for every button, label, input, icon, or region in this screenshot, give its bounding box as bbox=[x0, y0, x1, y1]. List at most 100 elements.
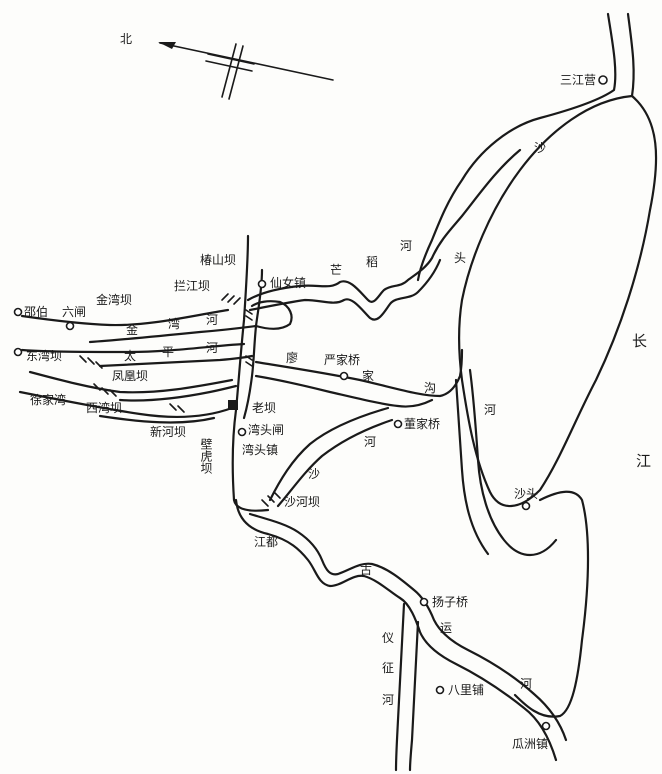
label-tanhuba: 壁虎坝 bbox=[199, 437, 213, 474]
shahe-river-east bbox=[276, 418, 394, 508]
junction-east-bank bbox=[242, 268, 264, 420]
label-shaheba: 沙河坝 bbox=[284, 495, 320, 509]
liaojia-canal-south bbox=[254, 374, 434, 408]
town-dongjiaqiao-icon bbox=[393, 419, 403, 429]
label-he-6: 河 bbox=[382, 693, 394, 707]
sand-island-outline bbox=[457, 94, 658, 508]
label-he-2: 河 bbox=[206, 313, 218, 327]
yangtze-features bbox=[416, 12, 658, 718]
label-ping: 平 bbox=[162, 345, 174, 359]
dam-hatch-2 bbox=[79, 355, 103, 369]
label-xiannvzhen: 仙女镇 bbox=[270, 275, 306, 290]
ancient-canal-west-bank bbox=[234, 498, 558, 762]
label-changjiang-chang: 长 bbox=[632, 332, 647, 350]
label-wan: 湾 bbox=[168, 316, 180, 331]
label-tai: 太 bbox=[124, 348, 136, 363]
jinwan-river-south bbox=[88, 324, 258, 344]
ancient-canal-east-bank bbox=[248, 512, 568, 742]
dam-hatch-5 bbox=[261, 491, 281, 507]
compass: 北 bbox=[120, 32, 334, 100]
label-tou-1: 头 bbox=[454, 251, 466, 265]
label-xinheba: 新河坝 bbox=[150, 424, 186, 439]
label-mang: 芒 bbox=[330, 262, 342, 277]
town-wantouzha-icon bbox=[237, 427, 247, 437]
label-laoba: 老坝 bbox=[252, 401, 276, 415]
taiping-river-south bbox=[98, 354, 254, 368]
town-shatou-icon bbox=[521, 501, 531, 511]
town-dongwan-icon bbox=[13, 347, 23, 357]
label-shatou: 沙头 bbox=[514, 487, 538, 501]
town-balipu-icon bbox=[435, 685, 445, 695]
label-lanjiangba: 拦江坝 bbox=[174, 279, 210, 293]
label-changjiang-jiang: 江 bbox=[636, 452, 651, 470]
laoba-dam-icon bbox=[228, 400, 238, 410]
label-sanjiangying: 三江营 bbox=[560, 73, 596, 87]
dam-hatch-4 bbox=[169, 403, 185, 413]
dam-hatch-7 bbox=[245, 355, 253, 367]
town-liuzha-icon bbox=[65, 321, 75, 331]
compass-north-line bbox=[159, 42, 334, 81]
label-he-7: 河 bbox=[520, 677, 532, 691]
shahe-river-west bbox=[268, 406, 390, 502]
grand-canal-north bbox=[18, 308, 258, 424]
label-wantouzhen: 湾头镇 bbox=[242, 442, 278, 457]
label-liuzha: 六闸 bbox=[62, 305, 86, 319]
xujiawan-bank bbox=[18, 390, 234, 418]
liaojia-canal-north bbox=[254, 348, 464, 398]
towns bbox=[13, 75, 608, 731]
dam-hatch-1 bbox=[221, 293, 241, 305]
label-jin: 金 bbox=[126, 322, 138, 337]
compass-cross-line-1 bbox=[221, 43, 237, 98]
taiping-river-north bbox=[20, 342, 246, 354]
label-jiangdu: 江都 bbox=[254, 535, 278, 549]
yangtze-west-bank bbox=[416, 12, 617, 282]
label-jinwanba: 金湾坝 bbox=[96, 292, 132, 307]
label-wantouzha: 湾头闸 bbox=[248, 422, 284, 437]
town-yanjiaqiao-icon bbox=[339, 371, 349, 381]
dam-hatch-6 bbox=[245, 309, 253, 321]
label-yun: 运 bbox=[440, 621, 452, 635]
label-dao: 稻 bbox=[366, 255, 378, 269]
label-he-5: 河 bbox=[484, 403, 496, 417]
label-yizheng-yi: 仪 bbox=[382, 631, 394, 645]
junction-east-arm bbox=[250, 300, 293, 330]
mangdao-river bbox=[246, 148, 522, 321]
xiwan-bank bbox=[98, 414, 216, 424]
compass-cross-line-3 bbox=[207, 53, 255, 65]
label-gu: 古 bbox=[360, 562, 372, 577]
label-he-3: 河 bbox=[206, 341, 218, 355]
label-gou: 沟 bbox=[424, 381, 436, 395]
label-fenghuangba: 凤凰坝 bbox=[112, 369, 148, 383]
compass-cross-line-2 bbox=[228, 45, 244, 100]
label-yizheng-zheng: 征 bbox=[382, 661, 394, 675]
town-shaobo-icon bbox=[13, 307, 23, 317]
label-yanjiaqiao: 严家桥 bbox=[324, 352, 360, 367]
label-yangziqiao: 扬子桥 bbox=[432, 594, 468, 609]
label-jingshanba: 椿山坝 bbox=[200, 253, 236, 267]
yizheng-canal-left bbox=[394, 602, 406, 772]
yizheng-canal-right bbox=[408, 620, 420, 772]
label-xiwanba: 西湾坝 bbox=[86, 400, 122, 415]
compass-north-label: 北 bbox=[120, 32, 132, 46]
town-xiannvzhen-icon bbox=[257, 279, 267, 289]
yangtze-south-bank bbox=[513, 490, 590, 718]
ancient-grand-canal bbox=[234, 498, 568, 772]
label-jia: 家 bbox=[362, 368, 374, 383]
mangdao-river-south-bank bbox=[248, 258, 442, 321]
compass-cross-line-4 bbox=[205, 60, 253, 72]
town-yangziqiao-icon bbox=[419, 597, 429, 607]
label-guazhouzhen: 瓜洲镇 bbox=[512, 737, 548, 751]
town-sanjiangying-icon bbox=[598, 75, 608, 85]
label-he-1: 河 bbox=[400, 239, 412, 253]
labels: 三江营 沙 长 江 芒 稻 河 头 椿山坝 拦江坝 仙女镇 金湾坝 六闸 邵伯 … bbox=[24, 73, 651, 751]
dam-marks bbox=[79, 293, 281, 507]
east-canal-down-inner bbox=[454, 378, 490, 556]
east-canal-down bbox=[468, 368, 558, 556]
label-sha-2: 沙 bbox=[308, 467, 320, 481]
label-liao: 廖 bbox=[286, 350, 298, 365]
fenghuang-south bbox=[118, 384, 238, 402]
label-sha-1: 沙 bbox=[534, 141, 546, 155]
label-balipu: 八里铺 bbox=[448, 683, 484, 697]
label-shaobo: 邵伯 bbox=[24, 304, 48, 319]
